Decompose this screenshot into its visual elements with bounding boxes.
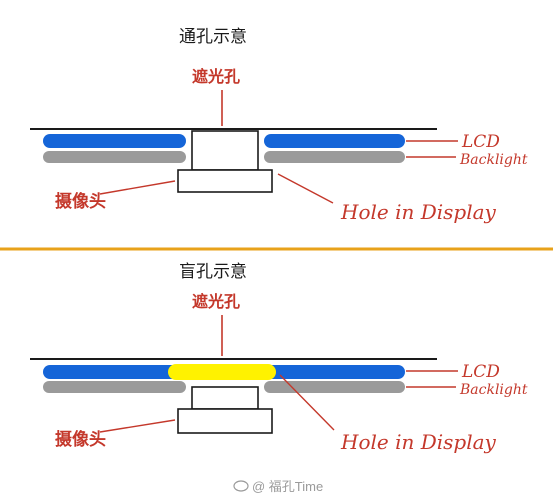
- blind-hole-title: 盲孔示意: [179, 262, 247, 282]
- watermark-text: @ 福孔Time: [252, 479, 323, 494]
- blind-hole-camera-arrow: [99, 419, 176, 433]
- through-hole-camera-arrow: [99, 180, 176, 195]
- blind-hole-backlight-right: [264, 381, 405, 393]
- through-hole-lcd-right: [264, 134, 405, 148]
- through-hole-title: 通孔示意: [179, 27, 247, 47]
- blind-hole-camera-lens: [191, 386, 259, 410]
- through-hole-backlight-label: Backlight: [459, 152, 528, 168]
- through-hole-hole-arrow: [277, 173, 334, 204]
- through-hole-camera-lens: [191, 130, 259, 171]
- blind-hole-hole-label: Hole in Display: [340, 430, 497, 454]
- blind-hole-hole-arrow: [279, 374, 335, 431]
- blind-hole-camera-base: [177, 408, 273, 434]
- through-hole-hole-label: Hole in Display: [340, 200, 497, 224]
- through-hole-light-hole-label: 遮光孔: [192, 67, 240, 86]
- blind-hole-lcd-label: LCD: [461, 362, 500, 382]
- blind-hole-panel: 盲孔示意 遮光孔 LCD Backlight 摄像头 Hole in Displ…: [30, 262, 528, 454]
- through-hole-lcd-left: [43, 134, 186, 148]
- through-hole-camera-base: [177, 169, 273, 193]
- through-hole-backlight-left: [43, 151, 186, 163]
- blind-hole-backlight-left: [43, 381, 186, 393]
- blind-hole-light-hole-label: 遮光孔: [192, 292, 240, 311]
- through-hole-backlight-right: [264, 151, 405, 163]
- weibo-icon: [233, 480, 249, 492]
- through-hole-camera-label: 摄像头: [55, 191, 106, 212]
- blind-hole-backlight-label: Backlight: [459, 382, 528, 398]
- through-hole-panel: 通孔示意 遮光孔 LCD Backlight 摄像头 Hole in Displ…: [30, 27, 528, 224]
- watermark: @ 福孔Time: [233, 479, 323, 494]
- through-hole-lcd-label: LCD: [461, 132, 500, 152]
- blind-hole-camera-label: 摄像头: [55, 429, 106, 450]
- blind-hole-lcd-window: [168, 364, 276, 380]
